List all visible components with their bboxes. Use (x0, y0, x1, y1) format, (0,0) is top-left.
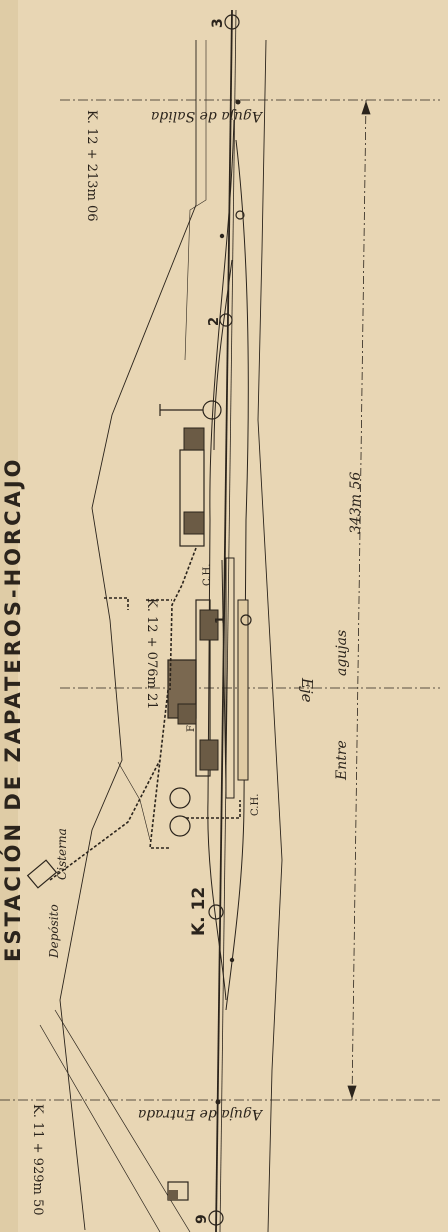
warehouse (179, 427, 205, 547)
water-pipes (49, 547, 241, 881)
entre-label: Entre (334, 740, 350, 781)
platform (225, 557, 249, 799)
track-signals (159, 14, 252, 1226)
agujas-label: agujas (334, 630, 350, 676)
aguja-entrada-label: Aguja de Entrada (138, 1106, 264, 1122)
signal-1-label: 1 (213, 616, 227, 624)
km-salida-label: K. 12 + 213m 06 (84, 110, 99, 222)
signal-9-label: 9 (194, 1214, 210, 1224)
station-title: ESTACIÓN DE ZAPATEROS-HORCAJO (0, 457, 25, 963)
km-reference-lines (0, 99, 440, 1101)
cisterna-label: Cisterna (55, 828, 69, 880)
station-building (167, 599, 219, 777)
track-dots (215, 99, 241, 1105)
deposito-label: Depósito (47, 904, 61, 959)
ch-top-label: C.H. (202, 564, 213, 586)
ch-bottom-label: C.H. (250, 794, 261, 816)
km-entrada-label: K. 11 + 929m 50 (30, 1104, 45, 1216)
signal-2-label: 2 (207, 317, 222, 326)
dimension-line (347, 99, 371, 1101)
water-tanks (169, 787, 191, 837)
cistern-depot (26, 859, 58, 889)
km12-label: K. 12 (189, 887, 209, 936)
signal-3-label: 3 (210, 18, 226, 28)
distance-label: 343m 56 (348, 472, 364, 534)
main-track (215, 9, 237, 1232)
km-eje-label: K. 12 + 076m 21 (144, 598, 159, 710)
eje-label: Eje (298, 677, 316, 703)
hut-fill (168, 1190, 178, 1200)
aguja-salida-label: Aguja de Salida (151, 108, 264, 124)
f-label: F (186, 725, 197, 732)
paper-edge (0, 0, 18, 1232)
